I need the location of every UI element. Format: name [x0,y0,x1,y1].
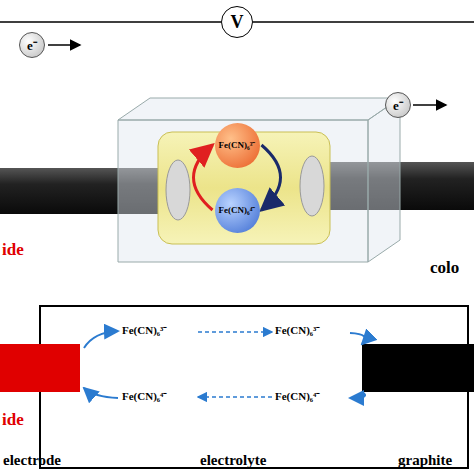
hot-electrode-bar [0,344,80,392]
electron-circle: e⁻ [385,92,411,118]
curved-arrow [350,333,365,344]
part-label: graphite [398,452,452,469]
species-label: Fe(CN)₆³⁻ [122,322,167,337]
dashed-arrow [198,331,272,332]
voltmeter-circle: V [221,6,253,38]
node-text: e⁻ [27,39,37,52]
ferricyanide-ion: Fe(CN)₆³⁻ [215,123,260,168]
electron-arrow [413,104,446,106]
node-text: Fe(CN)₆⁴⁻ [219,206,256,215]
electron-circle: e⁻ [19,32,45,58]
ferrocyanide-ion: Fe(CN)₆⁴⁻ [215,188,260,233]
part-label: electrolyte [200,452,266,469]
species-label: Fe(CN)₆⁴⁻ [122,388,167,403]
node-text: Fe(CN)₆³⁻ [219,141,256,150]
electrode-face [166,160,190,220]
electrolyte-cylinder [158,132,330,244]
redox-arrow [262,145,281,210]
node-text: V [231,13,244,31]
species-label: Fe(CN)₆⁴⁻ [275,388,320,403]
curved-arrow [84,331,118,348]
electrode-label: ide [2,410,24,430]
redox-arrow [194,145,213,210]
dashed-arrow [198,396,272,397]
electrode-label: ide [2,240,24,260]
electron-arrow [48,44,80,46]
graphite-electrode-bar [362,344,474,392]
node-text: e⁻ [393,99,403,112]
species-label: Fe(CN)₆³⁻ [275,322,320,337]
cell-box [118,98,400,262]
electrode-face [300,156,324,216]
part-label: electrode [3,452,61,469]
curved-arrow [84,388,118,398]
electrode-label: colo [430,258,459,278]
curved-arrow [350,392,365,398]
